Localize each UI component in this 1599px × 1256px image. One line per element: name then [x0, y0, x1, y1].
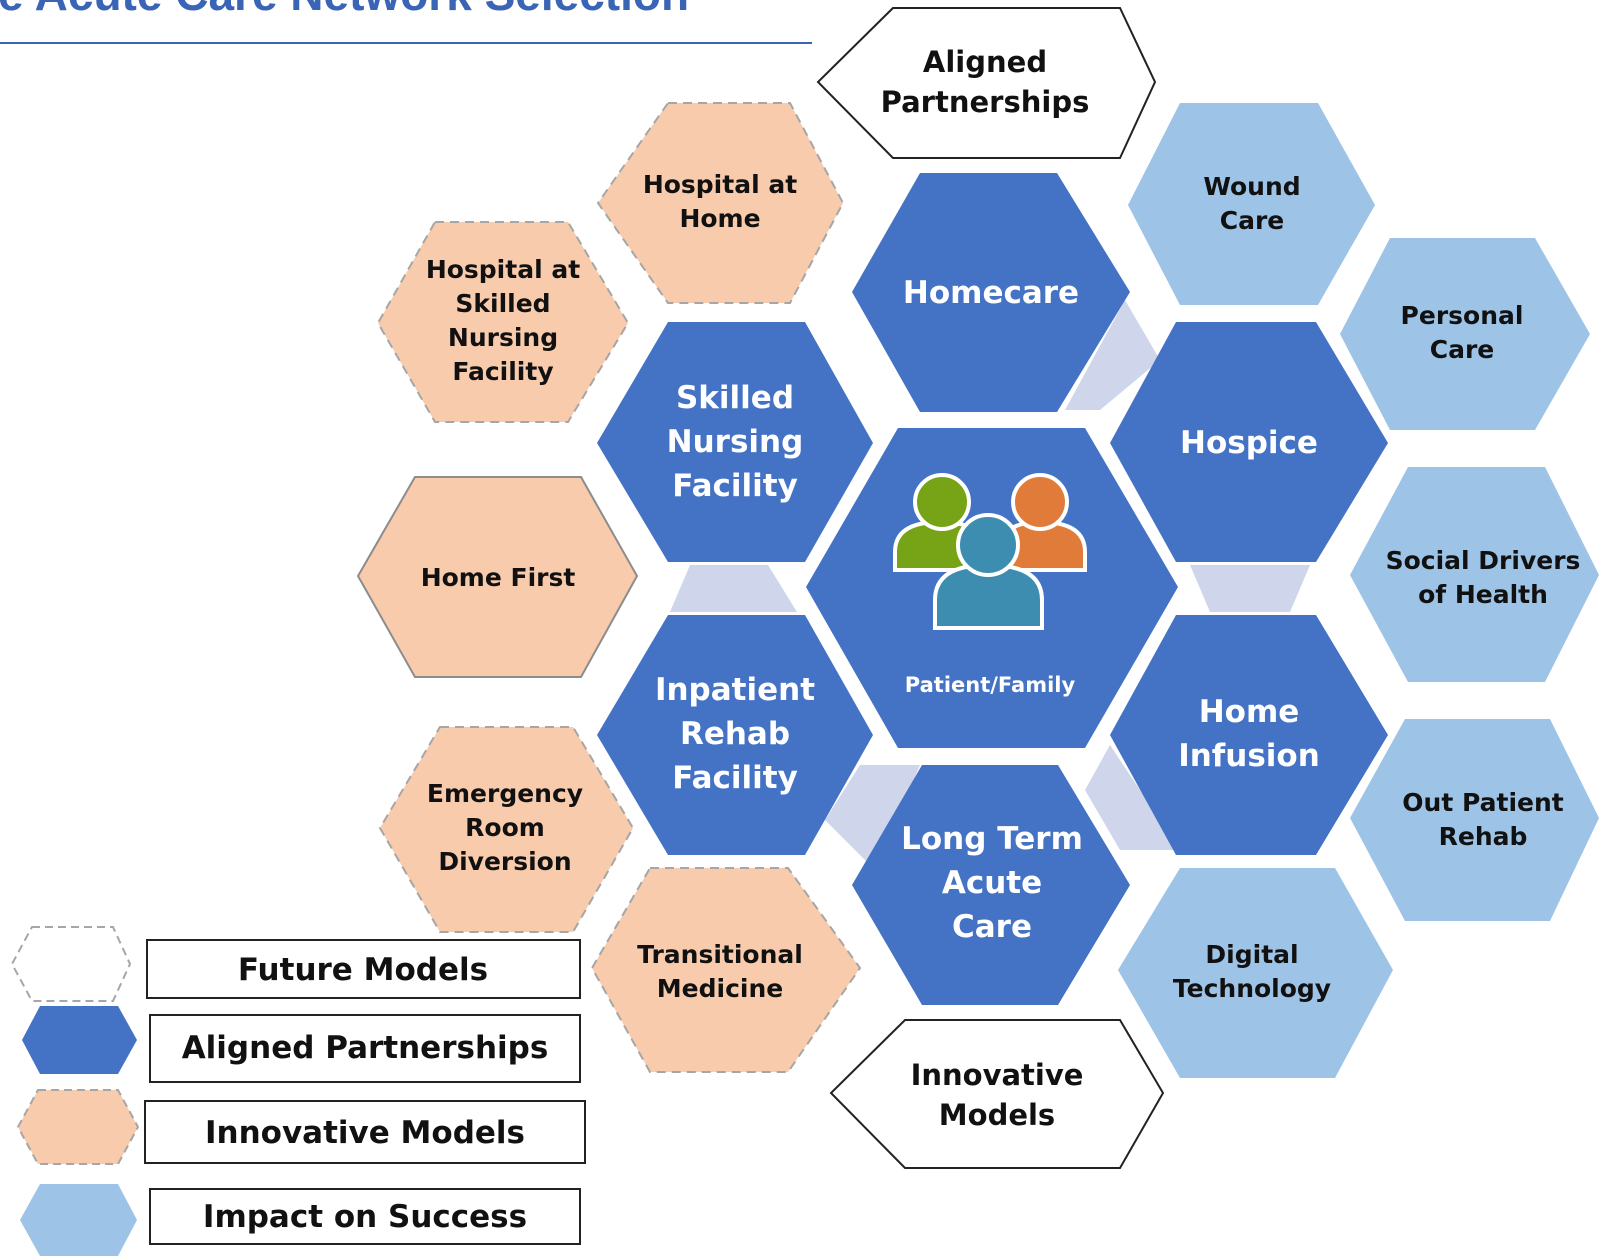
svg-text:Aligned Partnerships: Aligned Partnerships — [182, 1030, 549, 1066]
hex-patient-family: Patient/Family — [806, 428, 1178, 748]
legend-item-innovative-models: Innovative Models — [16, 1089, 586, 1165]
hex-hospice: Hospice — [1110, 322, 1388, 562]
svg-text:Future Models: Future Models — [238, 952, 488, 988]
svg-text:Hospice: Hospice — [1180, 425, 1318, 461]
connector-hospice-infusion — [1190, 565, 1310, 612]
legend-swatch-future — [10, 926, 132, 1002]
connector-snf-rehab — [670, 565, 797, 612]
legend-item-impact-on-success: Impact on Success — [20, 1184, 581, 1256]
legend: Future Models Aligned Partnerships Innov… — [10, 926, 586, 1256]
legend-item-aligned-partnerships: Aligned Partnerships — [22, 1006, 581, 1083]
svg-text:Patient/Family: Patient/Family — [905, 673, 1076, 697]
svg-text:Home First: Home First — [421, 563, 576, 592]
hex-homecare: Homecare — [852, 173, 1130, 412]
legend-swatch-innovative — [16, 1089, 140, 1165]
people-group-icon — [893, 473, 1087, 630]
connector-infusion-ltac — [1085, 745, 1180, 850]
legend-swatch-impact — [20, 1184, 137, 1256]
hex-home-first: Home First — [356, 476, 639, 678]
page-title: e Acute Care Network Selection — [0, 0, 689, 20]
connector-rehab-ltac — [825, 765, 920, 870]
legend-item-future-models: Future Models — [10, 926, 581, 1002]
connector-homecare-hospice — [1065, 300, 1160, 410]
legend-swatch-aligned — [22, 1006, 137, 1074]
svg-text:Homecare: Homecare — [903, 275, 1079, 311]
svg-text:Impact on Success: Impact on Success — [203, 1199, 527, 1235]
svg-text:Innovative Models: Innovative Models — [205, 1115, 525, 1151]
